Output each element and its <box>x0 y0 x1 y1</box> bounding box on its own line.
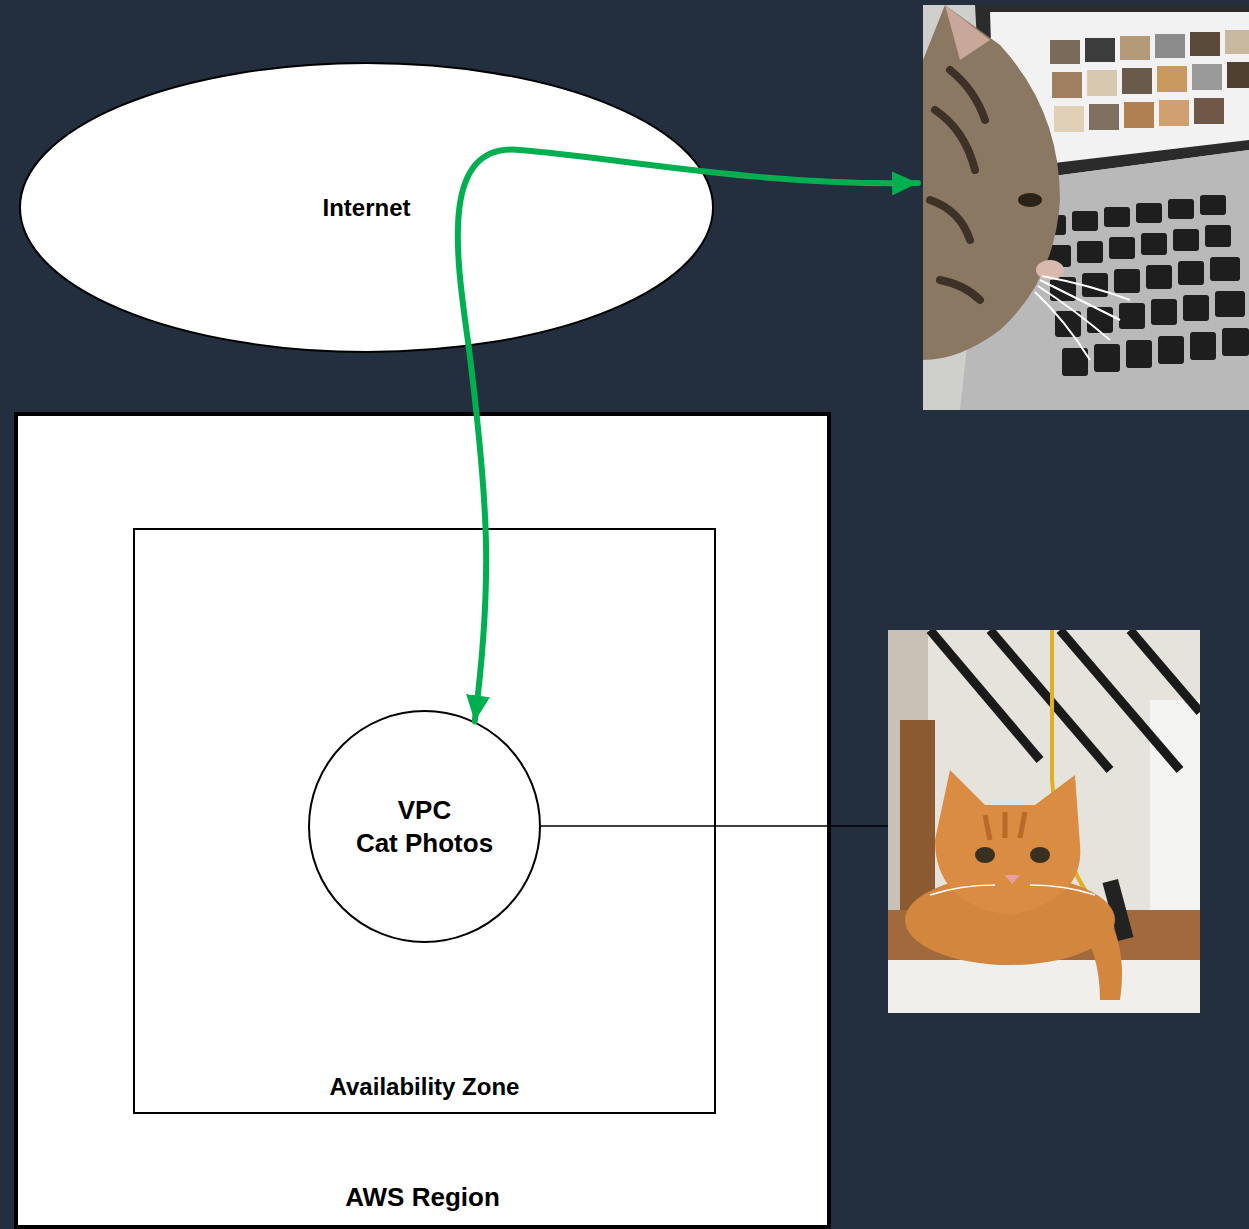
zone-box: Availability Zone VPCCat Photos <box>133 528 716 1114</box>
vpc-circle-outline <box>308 710 541 943</box>
node-label: VPC <box>398 794 451 827</box>
node-label: Availability Zone <box>330 1072 520 1102</box>
region-box: AWS Region Availability Zone VPCCat Photos <box>14 412 831 1229</box>
orange-cat-photo <box>888 630 1200 1013</box>
cat-laptop-photo <box>923 5 1249 410</box>
flow-arrow <box>469 347 486 722</box>
node-label: Cat Photos <box>356 827 493 860</box>
node-label: AWS Region <box>345 1181 500 1214</box>
internet-cloud: Internet <box>19 62 714 353</box>
vpc-circle: VPCCat Photos <box>308 710 541 943</box>
internet-route-line <box>458 150 918 347</box>
node-label: Internet <box>322 193 410 223</box>
photo-leader-line <box>541 825 888 827</box>
